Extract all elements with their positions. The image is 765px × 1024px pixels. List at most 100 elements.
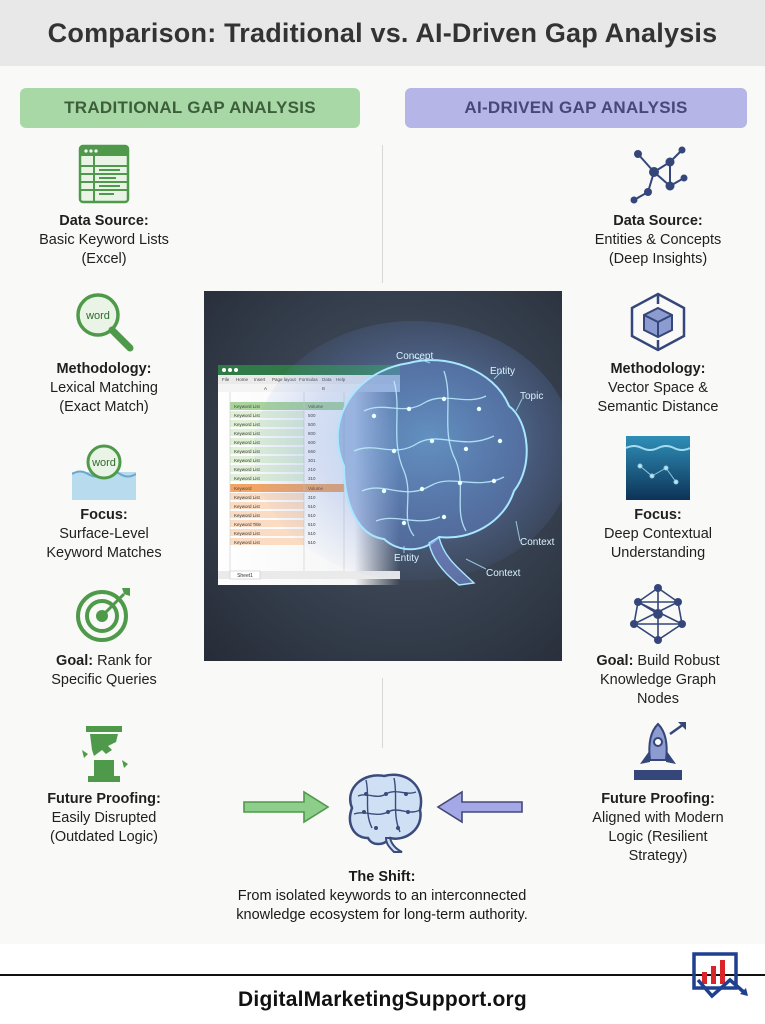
vector-cube-icon bbox=[630, 292, 686, 352]
item-label: Focus: bbox=[80, 507, 128, 523]
item-text: (Exact Match) bbox=[59, 399, 149, 415]
item-text: Easily Disrupted bbox=[51, 810, 157, 826]
item-text: Keyword Matches bbox=[46, 545, 162, 561]
footer: DigitalMarketingSupport.org bbox=[0, 944, 765, 1024]
rocket-icon bbox=[634, 722, 686, 780]
green-arrow-icon bbox=[243, 790, 330, 824]
item-text: Knowledge Graph bbox=[599, 672, 717, 688]
center-divider-top bbox=[382, 145, 383, 283]
brain-spreadsheet-illustration: Sheet1 File Home Insert Page layout Form… bbox=[218, 321, 562, 586]
brain-label: Entity bbox=[490, 366, 515, 377]
brain-label: Topic bbox=[520, 391, 543, 402]
item-text: Vector Space & bbox=[608, 380, 708, 396]
cell: Keyword List bbox=[234, 449, 261, 454]
svg-text:word: word bbox=[85, 310, 110, 322]
item-label: Methodology: bbox=[56, 361, 152, 377]
cell: Keyword List bbox=[234, 431, 261, 436]
item-text: Strategy) bbox=[628, 848, 688, 864]
ai-data-source: Data Source: Entities & Concepts (Deep I… bbox=[558, 142, 758, 269]
cell: Keyword List bbox=[234, 467, 261, 472]
brain-label: Context bbox=[520, 537, 555, 548]
item-text: (Deep Insights) bbox=[608, 251, 708, 267]
brain-graphic bbox=[336, 356, 528, 586]
cell: Keyword List bbox=[234, 513, 261, 518]
menu-item: File bbox=[222, 377, 230, 382]
item-text: (Outdated Logic) bbox=[49, 829, 158, 845]
brain-label: Entity bbox=[394, 553, 419, 564]
ai-header: AI-DRIVEN GAP ANALYSIS bbox=[405, 88, 747, 128]
target-arrow-icon bbox=[76, 588, 130, 642]
center-divider-bottom bbox=[382, 678, 383, 748]
cell: Keyword List bbox=[234, 495, 261, 500]
word-bubble-water-icon: word bbox=[72, 444, 136, 500]
sheet-tab: Sheet1 bbox=[237, 573, 253, 579]
cell: Keyword bbox=[234, 486, 252, 491]
item-text: Understanding bbox=[610, 545, 706, 561]
shift-line: From isolated keywords to an interconnec… bbox=[237, 888, 527, 904]
cell: Keyword List bbox=[234, 404, 261, 409]
item-label: Data Source: bbox=[59, 213, 149, 229]
knowledge-graph-icon bbox=[630, 584, 686, 644]
item-label: Focus: bbox=[634, 507, 682, 523]
brain-label: Context bbox=[486, 568, 521, 579]
item-text: Aligned with Modern bbox=[592, 810, 724, 826]
traditional-focus: word Focus: Surface-Level Keyword Matche… bbox=[4, 436, 204, 563]
traditional-future-proofing: Future Proofing: Easily Disrupted (Outda… bbox=[4, 720, 204, 847]
menu-item: Home bbox=[236, 377, 249, 382]
cell: Keyword List bbox=[234, 476, 261, 481]
shift-line: knowledge ecosystem for long-term author… bbox=[236, 907, 528, 923]
magnifier-word-icon: word bbox=[76, 293, 134, 352]
ai-focus: Focus: Deep Contextual Understanding bbox=[558, 436, 758, 563]
item-text: Nodes bbox=[637, 691, 679, 707]
menu-item: Insert bbox=[254, 377, 266, 382]
deep-water-icon bbox=[626, 436, 690, 500]
broken-column-icon bbox=[82, 726, 128, 782]
svg-text:word: word bbox=[91, 457, 116, 469]
item-label: Future Proofing: bbox=[601, 791, 715, 807]
page-title: Comparison: Traditional vs. AI-Driven Ga… bbox=[47, 17, 718, 48]
cell: Keyword List bbox=[234, 504, 261, 509]
traditional-header: TRADITIONAL GAP ANALYSIS bbox=[20, 88, 360, 128]
shift-label: The Shift: bbox=[348, 869, 416, 885]
ai-goal: Goal: Build Robust Knowledge Graph Nodes bbox=[558, 582, 758, 709]
ai-methodology: Methodology: Vector Space & Semantic Dis… bbox=[558, 290, 758, 417]
cell: Keyword List bbox=[234, 458, 261, 463]
network-graph-icon bbox=[630, 146, 688, 204]
analytics-logo-icon bbox=[692, 952, 748, 999]
cell: Keyword List bbox=[234, 531, 261, 536]
item-label: Future Proofing: bbox=[47, 791, 161, 807]
center-illustration: Sheet1 File Home Insert Page layout Form… bbox=[204, 291, 562, 661]
purple-arrow-icon bbox=[436, 790, 523, 824]
traditional-data-source: Data Source: Basic Keyword Lists (Excel) bbox=[4, 142, 204, 269]
item-label: Goal: bbox=[56, 653, 94, 669]
item-label: Goal: bbox=[596, 653, 634, 669]
footer-url[interactable]: DigitalMarketingSupport.org bbox=[238, 988, 527, 1011]
cell: Keyword List bbox=[234, 440, 261, 445]
traditional-goal: Goal: Rank for Specific Queries bbox=[4, 582, 204, 690]
item-text: (Excel) bbox=[81, 251, 127, 267]
cell: Keyword List bbox=[234, 413, 261, 418]
brain-label: Concept bbox=[396, 351, 433, 362]
shift-brain-icon bbox=[348, 773, 423, 853]
item-label: Data Source: bbox=[613, 213, 703, 229]
cell: Keyword Title bbox=[234, 522, 262, 527]
cell: Keyword List bbox=[234, 422, 261, 427]
ai-future-proofing: Future Proofing: Aligned with Modern Log… bbox=[558, 720, 758, 866]
shift-summary: The Shift: From isolated keywords to an … bbox=[182, 868, 582, 925]
item-text: Basic Keyword Lists bbox=[39, 232, 169, 248]
title-bar: Comparison: Traditional vs. AI-Driven Ga… bbox=[0, 0, 765, 66]
item-text: Semantic Distance bbox=[597, 399, 719, 415]
footer-rule bbox=[0, 974, 765, 976]
item-text: Surface-Level bbox=[59, 526, 149, 542]
traditional-methodology: word Methodology: Lexical Matching (Exac… bbox=[4, 290, 204, 417]
item-text: Deep Contextual bbox=[603, 526, 712, 542]
column-header: A bbox=[264, 386, 267, 391]
item-text: Logic (Resilient bbox=[608, 829, 708, 845]
spreadsheet-icon bbox=[78, 144, 130, 204]
item-text: Lexical Matching bbox=[50, 380, 158, 396]
cell: Keyword List bbox=[234, 540, 261, 545]
item-text: Specific Queries bbox=[51, 672, 157, 688]
item-text: Build Robust bbox=[633, 653, 720, 669]
item-label: Methodology: bbox=[610, 361, 706, 377]
